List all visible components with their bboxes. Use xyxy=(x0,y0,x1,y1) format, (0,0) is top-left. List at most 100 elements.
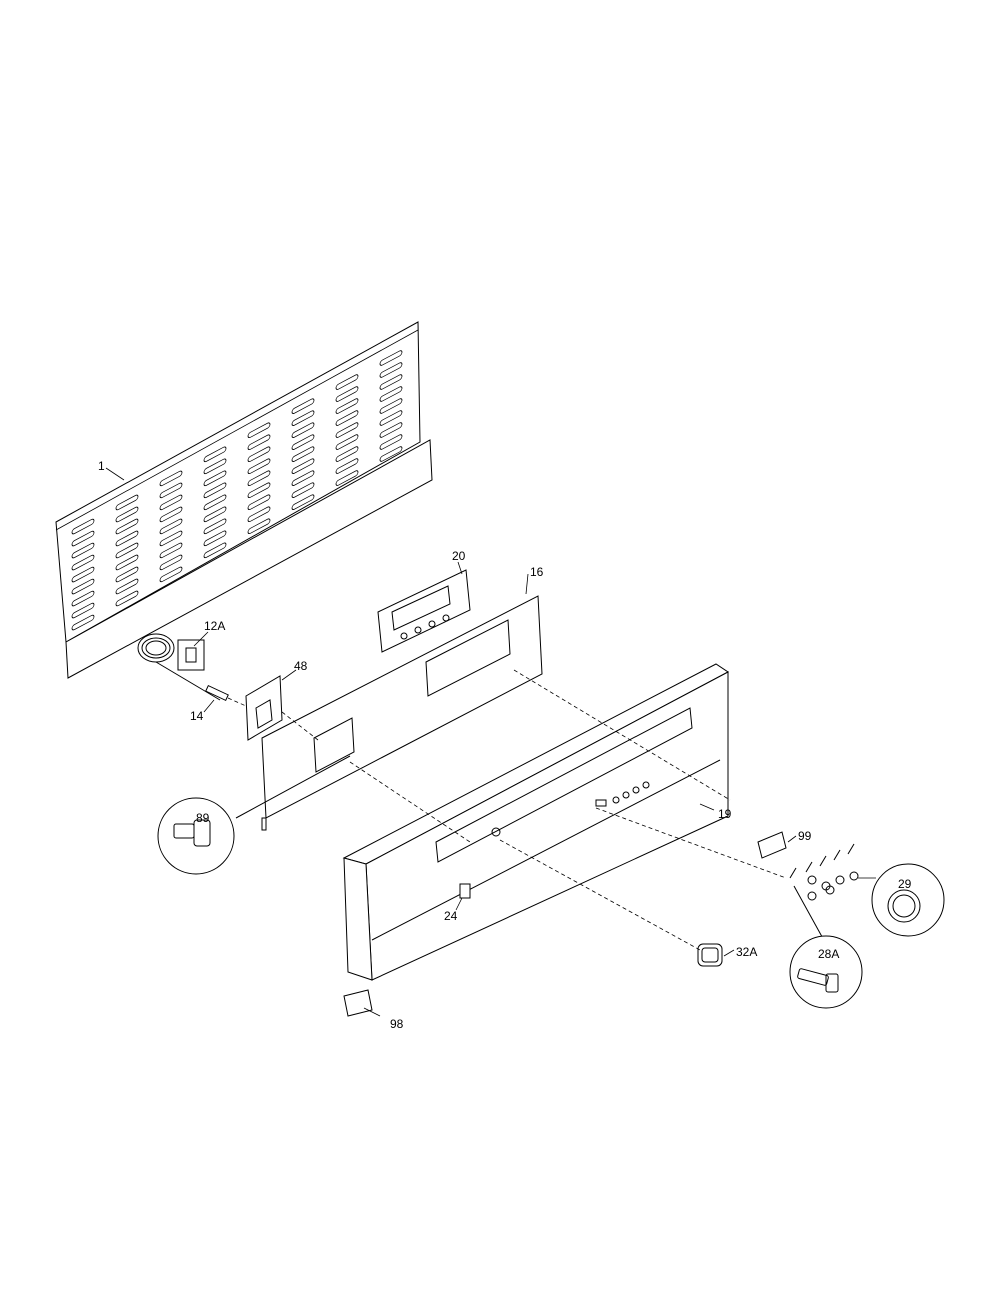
vent-slot xyxy=(335,374,359,390)
vent-slot xyxy=(379,386,403,402)
vent-slot xyxy=(335,410,359,426)
vent-slot xyxy=(247,422,271,439)
vent-slot xyxy=(291,422,315,438)
vent-slot xyxy=(71,542,95,559)
knob-part-32A xyxy=(697,943,723,967)
vent-slot xyxy=(159,554,183,571)
vent-slot xyxy=(159,530,183,547)
vent-slot xyxy=(115,542,139,559)
vent-slot xyxy=(335,470,359,486)
vent-slot xyxy=(159,482,183,499)
vent-slot xyxy=(159,566,183,583)
vent-slot xyxy=(203,506,227,523)
vent-slot xyxy=(247,470,271,487)
vent-slot xyxy=(379,398,403,414)
vent-slot xyxy=(335,458,359,474)
vent-slot xyxy=(247,446,271,463)
clip-part-24 xyxy=(459,883,471,899)
callout-20: 20 xyxy=(452,549,466,563)
vent-slot xyxy=(379,350,403,366)
vent-slot xyxy=(71,602,95,619)
vent-slot xyxy=(71,530,95,547)
callout-24: 24 xyxy=(444,909,458,923)
vent-slot xyxy=(115,566,139,583)
vent-slots xyxy=(71,350,403,631)
inner-panel-part-16 xyxy=(261,595,543,831)
vent-slot xyxy=(247,506,271,523)
callout-14: 14 xyxy=(190,709,204,723)
vent-slot xyxy=(379,434,403,450)
vent-slot xyxy=(379,422,403,438)
vent-slot xyxy=(71,518,95,535)
vent-slot xyxy=(203,458,227,475)
callout-16: 16 xyxy=(530,565,544,579)
bracket-part-99 xyxy=(757,831,787,859)
vent-slot xyxy=(203,470,227,487)
vent-slot xyxy=(291,494,315,510)
callout-99: 99 xyxy=(798,829,812,843)
vent-slot xyxy=(379,362,403,378)
vent-slot xyxy=(159,494,183,511)
screw-hardware-group xyxy=(789,843,859,901)
vent-slot xyxy=(291,398,315,414)
vent-slot xyxy=(291,458,315,474)
vent-slot xyxy=(291,446,315,462)
backguard-part-19 xyxy=(342,663,729,981)
vent-slot xyxy=(203,446,227,463)
vent-slot xyxy=(379,410,403,426)
vent-slot xyxy=(247,494,271,511)
vent-slot xyxy=(159,518,183,535)
vent-slot xyxy=(115,554,139,571)
vent-slot xyxy=(335,434,359,450)
vent-slot xyxy=(291,470,315,486)
vent-slot xyxy=(115,578,139,595)
vent-slot xyxy=(71,578,95,595)
vent-slot xyxy=(115,494,139,511)
vent-slot xyxy=(203,530,227,547)
vent-slot xyxy=(291,482,315,498)
vent-slot xyxy=(159,506,183,523)
vent-slot xyxy=(291,410,315,426)
callout-32A: 32A xyxy=(736,945,757,959)
vent-slot xyxy=(335,398,359,414)
vent-slot xyxy=(379,446,403,462)
vent-slot xyxy=(291,434,315,450)
detail-circle-89 xyxy=(157,797,235,875)
vent-slot xyxy=(203,482,227,499)
callout-98: 98 xyxy=(390,1017,404,1031)
vent-slot xyxy=(71,566,95,583)
vent-slot xyxy=(247,518,271,535)
vent-panel-part-1 xyxy=(55,321,433,679)
callout-1: 1 xyxy=(98,459,105,473)
vent-slot xyxy=(71,614,95,631)
vent-slot xyxy=(159,470,183,487)
callout-29: 29 xyxy=(898,877,912,891)
vent-slot xyxy=(335,386,359,402)
callout-28A: 28A xyxy=(818,947,839,961)
vent-slot xyxy=(115,506,139,523)
bracket-part-48 xyxy=(245,675,283,741)
detail-circle-29 xyxy=(871,863,945,937)
leader-lines xyxy=(105,467,876,1017)
vent-slot xyxy=(203,542,227,559)
shaft-part-14 xyxy=(205,684,229,702)
callout-12A: 12A xyxy=(204,619,225,633)
vent-slot xyxy=(247,458,271,475)
callout-48: 48 xyxy=(294,659,308,673)
vent-slot xyxy=(247,434,271,451)
vent-slot xyxy=(159,542,183,559)
vent-slot xyxy=(115,518,139,535)
vent-slot xyxy=(71,590,95,607)
callout-89: 89 xyxy=(196,811,210,825)
vent-slot xyxy=(247,482,271,499)
vent-slot xyxy=(115,590,139,607)
callout-19: 19 xyxy=(718,807,732,821)
control-board-part-20 xyxy=(377,569,471,653)
vent-slot xyxy=(71,554,95,571)
alignment-lines xyxy=(227,669,787,951)
vent-slot xyxy=(335,422,359,438)
vent-slot xyxy=(203,518,227,535)
vent-slot xyxy=(115,530,139,547)
thermostat-part-12A xyxy=(137,633,221,701)
